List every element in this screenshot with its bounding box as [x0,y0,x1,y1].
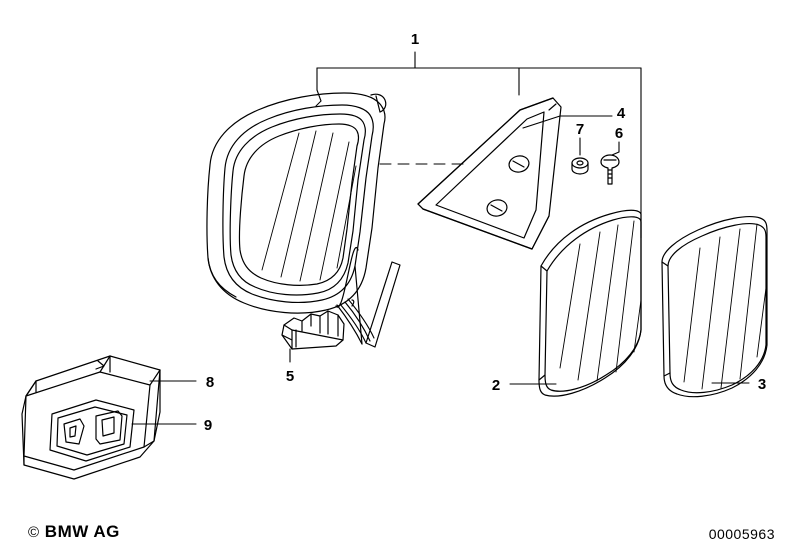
footer-brand: © BMW AG [28,522,120,542]
clip-retainer [281,310,345,350]
callout-label-3: 3 [758,376,766,393]
callout-4-leader [522,115,613,129]
mirror-glass-2 [538,209,642,397]
callout-1-leader [316,51,642,239]
callout-label-4: 4 [617,105,626,122]
cable-connector [365,261,401,348]
screw-part [600,154,620,185]
switch-unit [21,355,161,480]
triangle-cover [417,97,562,250]
brand-name: BMW AG [44,522,120,541]
callout-6-leader [611,141,620,156]
callout-label-1: 1 [411,31,419,48]
mirror-cable-run [339,298,375,344]
callout-label-8: 8 [206,374,214,391]
callout-label-2: 2 [492,377,500,394]
mirror-housing [206,92,387,314]
callout-label-5: 5 [286,368,294,385]
callout-label-7: 7 [576,121,584,138]
callout-label-9: 9 [204,417,212,434]
washer-part [571,157,589,175]
callout-1-pointer [315,100,322,107]
callout-label-6: 6 [615,125,623,142]
mirror-cable [335,246,371,345]
mirror-glass-3 [661,216,768,398]
copyright-icon: © [28,524,40,541]
part-number: 00005963 [708,526,775,542]
